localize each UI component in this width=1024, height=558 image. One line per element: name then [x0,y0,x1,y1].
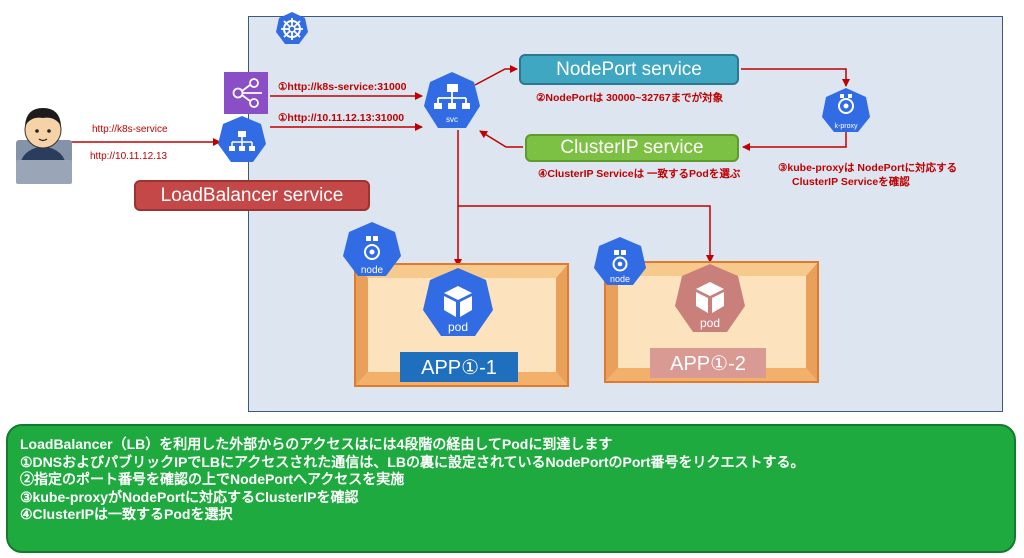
nodeport-service: NodePort service [519,54,739,85]
node-icon-2: node [594,237,646,285]
pod-label-2: pod [700,316,720,330]
request-label-ip: ①http://10.11.12.13:31000 [278,112,405,124]
load-balancer-icon [224,72,268,114]
arrow-svc-to-nodeport [474,65,518,86]
nodeport-range-note: ②NodePortは 30000~32767までが対象 [536,92,724,104]
summary-line-2: ①DNSおよびパブリックIPでLBにアクセスされた通信は、LBの裏に設定されてい… [20,453,805,470]
lb-network-icon [218,116,266,162]
node-label-1: node [361,265,384,276]
arrow-kproxy-to-clusterip [742,129,847,151]
k-proxy-icon-label: k-proxy [835,123,858,130]
app-label-1: APP①-1 [400,352,518,382]
node-label-2: node [610,274,630,284]
user-dns-label: http://k8s-service [92,124,168,135]
flow-arrows [62,65,850,267]
loadbalancer-service: LoadBalancer service [134,180,370,211]
clusterip-service: ClusterIP service [525,134,739,162]
request-label-dns: ①http://k8s-service:31000 [278,81,407,93]
kproxy-note-line1: ③kube-proxyは NodePortに対応する [778,162,958,174]
pod-icon-2: pod [675,264,745,332]
clusterip-note: ④ClusterIP Serviceは 一致するPodを選ぶ [538,168,741,180]
k-proxy-icon: k-proxy [822,88,870,132]
svc-icon: svc [424,72,480,128]
arrow-svc-to-pod2 [458,205,714,263]
pod-label-1: pod [448,320,468,334]
kproxy-note-line2: ClusterIP Serviceを確認 [792,176,910,188]
arrow-clusterip-to-svc [479,130,523,148]
summary-line-4: ③kube-proxyがNodePortに対応するClusterIPを確認 [20,488,359,505]
arrow-nodeport-to-kproxy [741,68,850,87]
summary-line-1: LoadBalancer（LB）を利用した外部からのアクセスはには4段階の経由し… [20,436,613,452]
kubernetes-logo-icon [276,12,308,44]
user-ip-label: http://10.11.12.13 [90,151,168,162]
summary-line-3: ②指定のポート番号を確認の上でNodePortへアクセスを実施 [20,471,405,487]
summary-box: LoadBalancer（LB）を利用した外部からのアクセスはには4段階の経由し… [6,424,1016,553]
svc-icon-label: svc [446,115,458,124]
node-icon-1: node [343,222,401,276]
app-label-2: APP①-2 [650,348,766,378]
pod-icon-1: pod [423,268,493,336]
user-icon [16,108,72,184]
summary-line-5: ④ClusterIPは一致するPodを選択 [20,506,233,522]
